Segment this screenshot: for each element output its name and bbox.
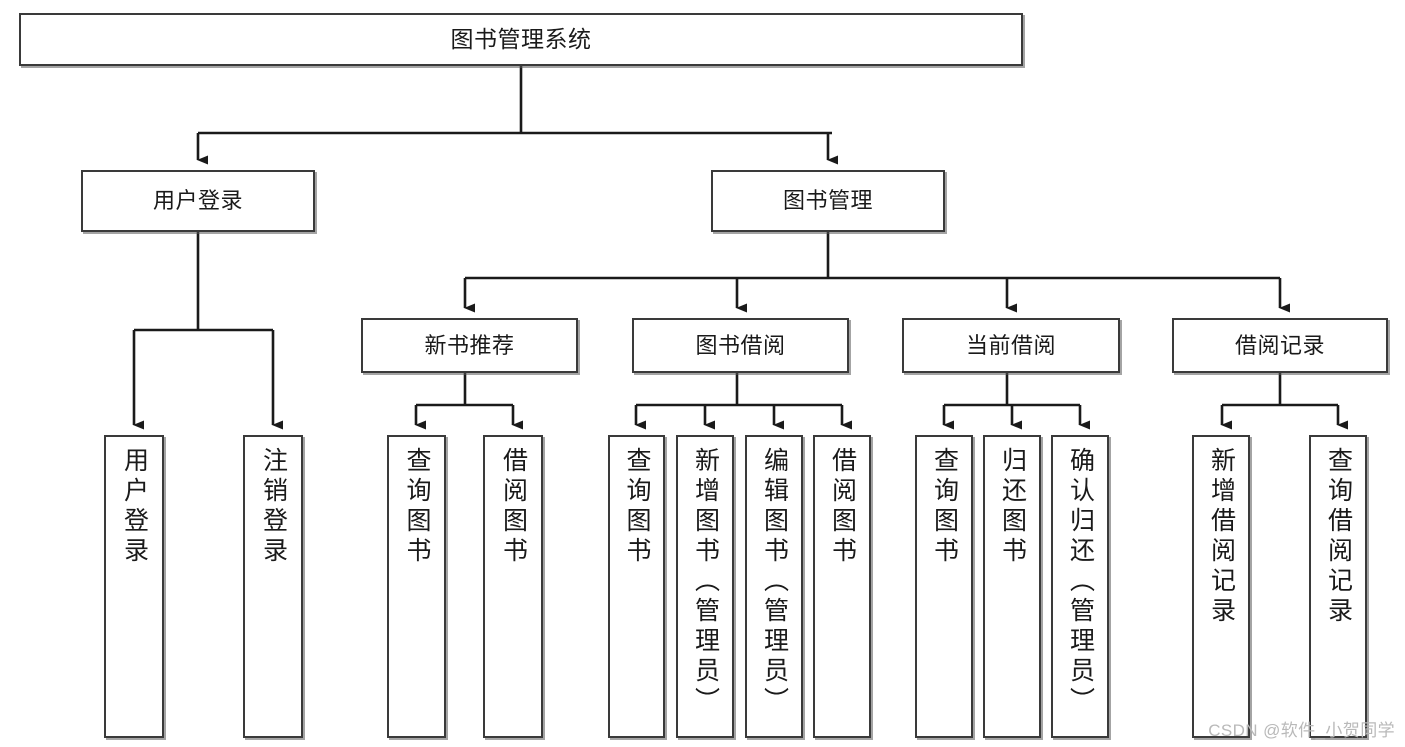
- node-label: 当前借阅: [965, 332, 1056, 358]
- node-label: 归还图书: [998, 447, 1027, 567]
- node-label: 用户登录: [120, 447, 149, 567]
- leaf-record-query-record[interactable]: 查询借阅记录: [1309, 435, 1367, 738]
- node-label: 新增图书（管理员）: [691, 447, 720, 717]
- node-label: 借阅图书: [499, 447, 528, 567]
- node-new-book-recommend[interactable]: 新书推荐: [361, 318, 578, 373]
- node-label: 借阅记录: [1234, 332, 1325, 358]
- node-book-borrow[interactable]: 图书借阅: [632, 318, 849, 373]
- leaf-current-confirm-return-admin[interactable]: 确认归还（管理员）: [1051, 435, 1109, 738]
- node-label: 查询图书: [930, 447, 959, 567]
- leaf-borrow-query-book[interactable]: 查询图书: [608, 435, 665, 738]
- watermark: CSDN @软件_小贺同学: [1208, 721, 1395, 740]
- leaf-recommend-query-book[interactable]: 查询图书: [387, 435, 446, 738]
- leaf-user-login-logout[interactable]: 注销登录: [243, 435, 303, 738]
- node-root-system[interactable]: 图书管理系统: [19, 13, 1023, 66]
- node-book-management[interactable]: 图书管理: [711, 170, 945, 232]
- node-borrow-record[interactable]: 借阅记录: [1172, 318, 1388, 373]
- node-label: 图书管理系统: [450, 25, 592, 52]
- node-label: 注销登录: [259, 447, 288, 567]
- node-label: 确认归还（管理员）: [1066, 447, 1095, 717]
- node-label: 编辑图书（管理员）: [760, 447, 789, 717]
- node-label: 借阅图书: [828, 447, 857, 567]
- node-user-login[interactable]: 用户登录: [81, 170, 315, 232]
- leaf-record-add-record[interactable]: 新增借阅记录: [1192, 435, 1250, 738]
- node-label: 查询图书: [623, 447, 651, 567]
- leaf-current-return-book[interactable]: 归还图书: [983, 435, 1041, 738]
- node-label: 用户登录: [152, 188, 243, 214]
- node-label: 图书借阅: [695, 332, 786, 358]
- node-label: 查询图书: [403, 447, 431, 567]
- leaf-borrow-borrow-book[interactable]: 借阅图书: [813, 435, 871, 738]
- leaf-recommend-borrow-book[interactable]: 借阅图书: [483, 435, 543, 738]
- node-label: 图书管理: [782, 188, 873, 214]
- node-label: 新增借阅记录: [1207, 447, 1236, 627]
- node-label: 查询借阅记录: [1324, 447, 1353, 627]
- node-label: 新书推荐: [424, 332, 515, 358]
- leaf-user-login-login[interactable]: 用户登录: [104, 435, 164, 738]
- leaf-current-query-book[interactable]: 查询图书: [915, 435, 973, 738]
- node-current-borrow[interactable]: 当前借阅: [902, 318, 1120, 373]
- leaf-borrow-add-book-admin[interactable]: 新增图书（管理员）: [676, 435, 734, 738]
- leaf-borrow-edit-book-admin[interactable]: 编辑图书（管理员）: [745, 435, 803, 738]
